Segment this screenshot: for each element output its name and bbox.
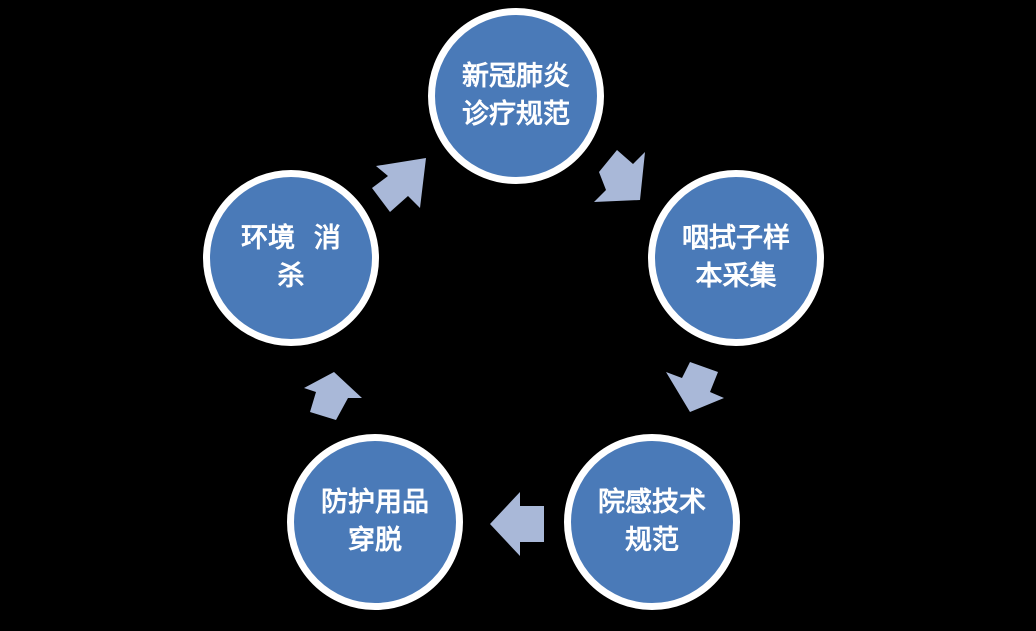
node-label: 咽拭子样本采集 — [682, 223, 790, 292]
node-environmental-disinfection: 环境 消杀 — [203, 170, 379, 346]
arrow-2-to-3 — [666, 362, 724, 412]
node-covid-diagnosis-guidelines: 新冠肺炎诊疗规范 — [428, 8, 604, 184]
arrow-3-to-4 — [490, 492, 544, 556]
node-infection-control-standards: 院感技术规范 — [564, 434, 740, 610]
arrow-1-to-2 — [594, 150, 645, 202]
node-label: 环境 消杀 — [241, 223, 341, 292]
arrow-4-to-5 — [304, 372, 362, 420]
node-label: 防护用品穿脱 — [321, 487, 429, 556]
node-protective-equipment-donning-doffing: 防护用品穿脱 — [287, 434, 463, 610]
node-label: 院感技术规范 — [598, 487, 706, 556]
arrow-5-to-1 — [372, 158, 426, 212]
node-label: 新冠肺炎诊疗规范 — [462, 61, 570, 130]
node-throat-swab-sampling: 咽拭子样本采集 — [648, 170, 824, 346]
